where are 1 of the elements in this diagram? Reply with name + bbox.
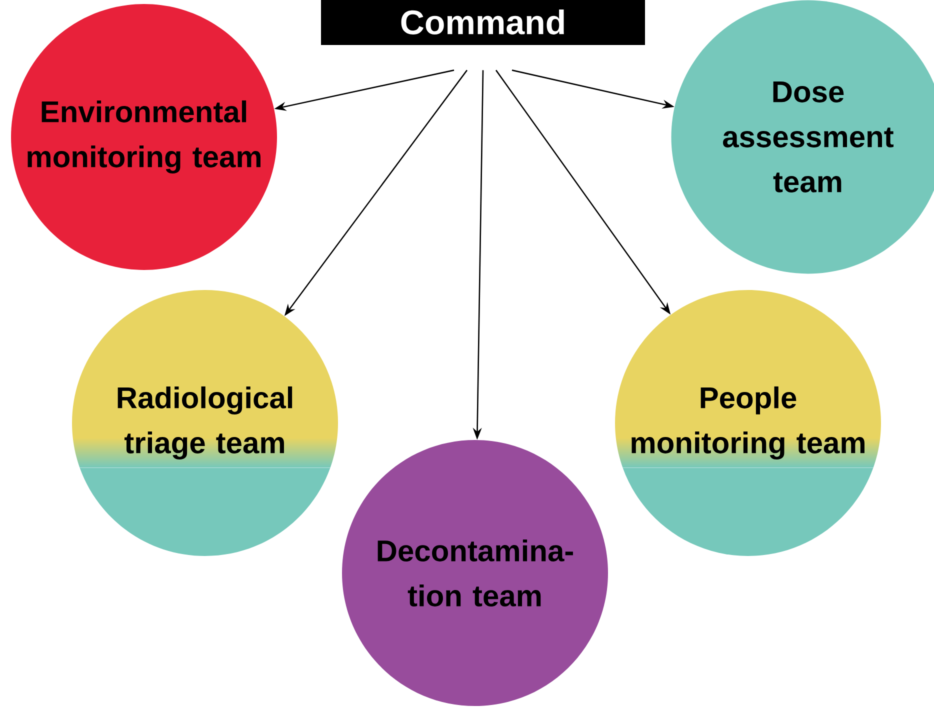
command-box: Command: [321, 0, 645, 45]
